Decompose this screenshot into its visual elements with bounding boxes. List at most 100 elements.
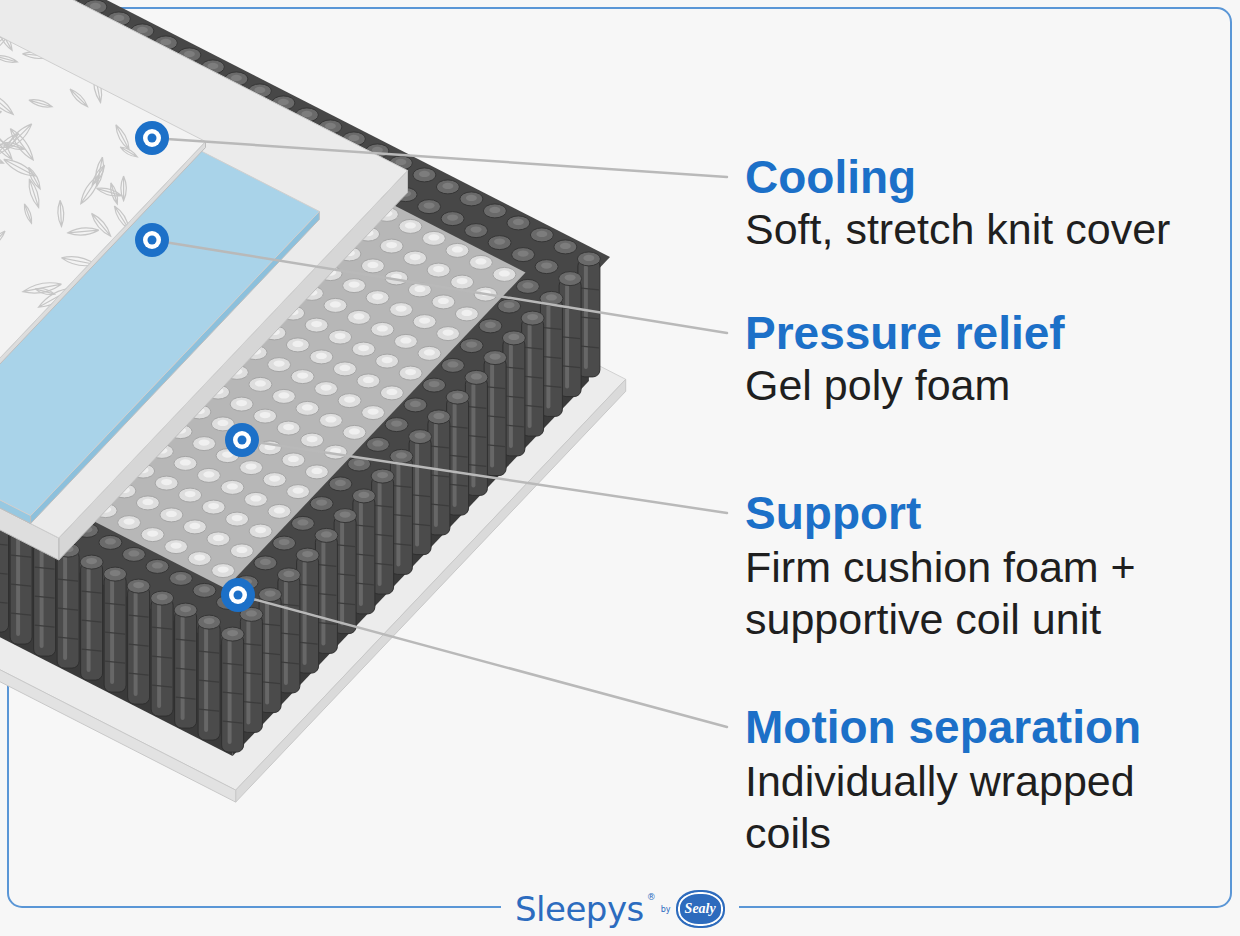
coil-top-highlight [442, 183, 453, 189]
coil-top [460, 339, 483, 353]
coil-top [394, 334, 417, 348]
leaf-motif [22, 280, 62, 296]
coil-top-highlight [180, 606, 191, 612]
coil-top [221, 480, 244, 494]
coil-top-highlight [438, 298, 449, 304]
coil-seam [579, 288, 599, 290]
coil-top-highlight [278, 392, 289, 398]
coil-top [249, 524, 272, 538]
coil-seam [523, 347, 543, 349]
coil-top-highlight [297, 372, 308, 378]
coil-top [427, 263, 450, 277]
coil-top-highlight [405, 222, 416, 228]
coil-top [329, 330, 352, 344]
coil-top [371, 322, 394, 336]
coil-top [399, 366, 422, 380]
dot-inner [143, 231, 161, 249]
coil-seam [504, 367, 524, 369]
coil-seam [152, 627, 172, 629]
coil-top-highlight [278, 99, 289, 105]
coil-seam [0, 572, 8, 574]
coil-top-highlight [274, 507, 285, 513]
coil-top [310, 350, 333, 364]
coil-top-highlight [466, 341, 477, 347]
brand-logo: Sleepys®bySealy [501, 886, 739, 932]
coil-seam [429, 504, 449, 506]
coil-seam [105, 661, 125, 663]
coil-seam [298, 584, 318, 586]
coil-seam [35, 596, 55, 598]
coil-seam [373, 563, 393, 565]
coil-top-highlight [466, 195, 477, 201]
label-wrap: Cooling [745, 150, 916, 204]
coil-top-highlight [90, 3, 101, 9]
coil-seam [541, 385, 561, 387]
coil-top [343, 279, 366, 293]
coil-top-highlight [527, 314, 538, 320]
coil-top [488, 236, 511, 250]
coil-pocket [198, 622, 220, 740]
coil-top-highlight [348, 135, 359, 141]
coil-top-highlight [405, 369, 416, 375]
coil-top [376, 354, 399, 368]
coil-top-highlight [279, 539, 290, 545]
coil-top-highlight [152, 562, 163, 568]
leaf-motif [0, 90, 16, 117]
coil-top-highlight [128, 550, 139, 556]
coil-seam [429, 475, 449, 477]
coil-seam [448, 426, 468, 428]
coil-pocket [151, 598, 173, 716]
coil-top-highlight [372, 293, 383, 299]
coil-top-highlight [452, 393, 463, 399]
coil-seam [504, 425, 524, 427]
coil-seam [335, 574, 355, 576]
coil-top [305, 465, 328, 479]
dot-ring [135, 223, 169, 257]
coil-seam [0, 601, 8, 603]
coil-top-highlight [283, 424, 294, 430]
coil-seam [541, 327, 561, 329]
coil-top-highlight [475, 258, 486, 264]
coil-top-highlight [583, 255, 594, 261]
coil-seam [11, 555, 31, 557]
leaf-motif [0, 53, 18, 64]
coil-top-highlight [433, 266, 444, 272]
coil-seam [260, 624, 280, 626]
coil-top-highlight [133, 582, 144, 588]
coil-seam [129, 673, 149, 675]
coil-seam [223, 721, 243, 723]
coil-top [530, 228, 553, 242]
coil-top [80, 555, 103, 569]
coil-top-highlight [490, 353, 501, 359]
coil-seam [466, 435, 486, 437]
callout-dots [135, 121, 259, 612]
coil-top-highlight [330, 301, 341, 307]
coil-seam [579, 317, 599, 319]
feature-description: Gel poly foam [745, 359, 1205, 411]
coil-top [160, 508, 183, 522]
coil-top-highlight [302, 551, 313, 557]
leaf-motif [36, 284, 75, 311]
coil-top-highlight [157, 594, 168, 600]
coil-top [277, 568, 300, 582]
coil-top-highlight [255, 527, 266, 533]
coil-top-highlight [316, 499, 327, 505]
callout-dot [221, 578, 255, 612]
coil-top-highlight [321, 531, 332, 537]
coil-top [329, 477, 352, 491]
coil-top [357, 374, 380, 388]
coil-top-highlight [180, 459, 191, 465]
coil-top-highlight [246, 463, 257, 469]
coil-top [427, 410, 450, 424]
coil-seam [199, 651, 219, 653]
leaf-motif [0, 229, 7, 249]
leaf-motif [0, 108, 3, 125]
dot-center [234, 591, 243, 600]
coil-top [385, 418, 408, 432]
coil-top [404, 398, 427, 412]
coil-top-highlight [363, 377, 374, 383]
coil-top [361, 259, 384, 273]
coil-seam [579, 346, 599, 348]
label-wrap: Support [745, 486, 921, 540]
coil-top [366, 291, 389, 305]
